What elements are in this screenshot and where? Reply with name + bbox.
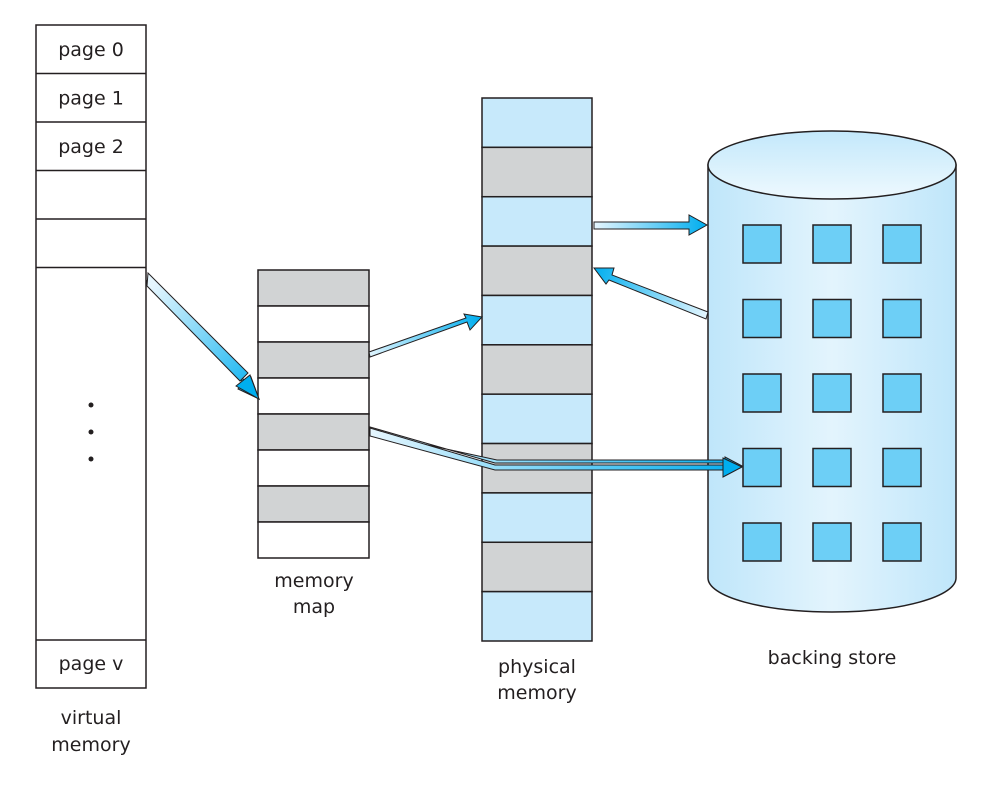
backing-store-block <box>742 373 782 413</box>
physical-memory-label-line2: memory <box>497 682 576 704</box>
arrow-map-to-backing-head <box>722 457 744 478</box>
backing-store-block <box>812 522 852 562</box>
backing-store-block <box>882 447 922 488</box>
arrow-backing-to-physical <box>593 267 709 320</box>
memory-map-entry-mapped <box>257 485 370 523</box>
backing-store-block <box>812 373 852 413</box>
physical-memory-label-line1: physical <box>498 656 576 678</box>
memory-map-entry-empty <box>257 305 370 343</box>
backing-store-block <box>742 447 782 488</box>
backing-store-block <box>812 447 852 488</box>
backing-store-label: backing store <box>768 647 897 669</box>
backing-store-block <box>882 373 922 413</box>
ellipsis-dot <box>88 429 94 435</box>
arrow-virtual-to-map-head <box>235 374 260 401</box>
memory-map-entry-empty <box>257 449 370 487</box>
ellipsis-dot <box>88 456 94 462</box>
virtual-memory-label-line2: memory <box>51 734 130 756</box>
backing-store-block <box>812 224 852 264</box>
physical-frame-used <box>481 245 593 297</box>
ellipsis-dot <box>88 402 94 408</box>
arrows <box>146 214 744 478</box>
memory-map-entry-empty <box>257 521 370 559</box>
physical-frame-free <box>481 393 593 445</box>
arrow-physical-to-backing <box>593 214 709 236</box>
physical-frame-free <box>481 195 593 247</box>
virtual-page-2: page 2 <box>58 136 124 158</box>
backing-store-block <box>882 522 922 562</box>
physical-frame-free <box>481 590 593 642</box>
arrow-map-to-physical <box>368 313 483 358</box>
arrow-virtual-to-map-shaft <box>146 271 249 382</box>
backing-store-block <box>812 298 852 339</box>
virtual-page-last: page v <box>59 653 124 675</box>
memory-map: memory map <box>257 269 370 618</box>
backing-store: backing store <box>707 130 957 669</box>
physical-frame-used <box>481 344 593 395</box>
virtual-page-0: page 0 <box>58 39 124 61</box>
virtual-page-1: page 1 <box>58 88 124 110</box>
physical-frame-free <box>481 294 593 346</box>
physical-memory: physical memory <box>481 97 593 704</box>
backing-store-block <box>742 224 782 264</box>
memory-map-label-line1: memory <box>274 570 353 592</box>
memory-map-entry-empty <box>257 377 370 415</box>
virtual-memory: page 0 page 1 page 2 page v virtual memory <box>35 24 147 756</box>
memory-map-entry-mapped <box>257 341 370 379</box>
physical-frame-free <box>481 492 593 544</box>
physical-frame-free <box>481 97 593 149</box>
virtual-memory-frame <box>35 24 147 689</box>
virtual-memory-label-line1: virtual <box>61 707 122 729</box>
memory-map-label-line2: map <box>293 596 335 618</box>
memory-map-entry-mapped <box>257 413 370 451</box>
backing-store-block <box>742 298 782 339</box>
arrow-map-to-backing <box>369 426 744 474</box>
memory-map-entry-mapped <box>257 269 370 307</box>
physical-frame-used <box>481 541 593 593</box>
cylinder-top <box>707 130 957 200</box>
backing-store-block <box>742 522 782 562</box>
backing-store-block <box>882 298 922 339</box>
physical-frame-used <box>481 146 593 198</box>
backing-store-block <box>882 224 922 264</box>
